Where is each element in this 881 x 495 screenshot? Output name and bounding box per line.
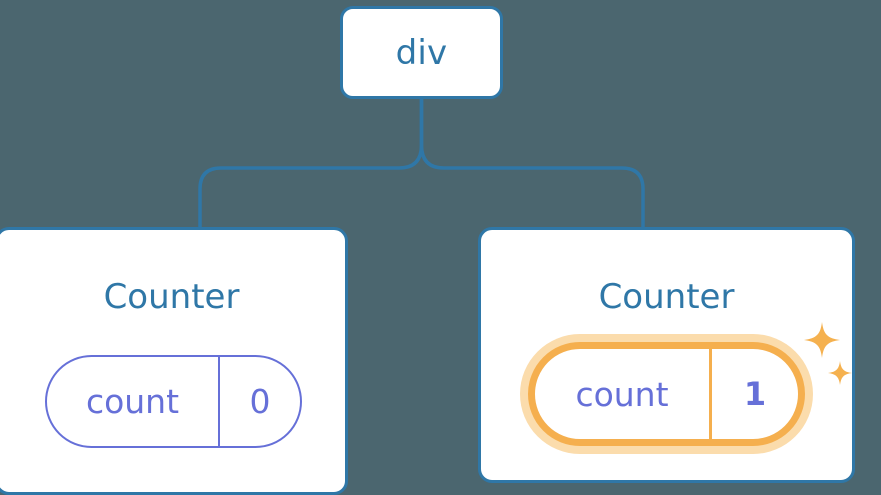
state-value-label: 1	[743, 375, 767, 413]
state-value-cell: 0	[220, 357, 300, 446]
state-key-label: count	[85, 382, 180, 421]
state-pill-highlighted[interactable]: count 1	[528, 342, 805, 446]
state-key-label: count	[575, 374, 669, 414]
component-title: Counter	[598, 277, 735, 317]
state-key-cell: count	[535, 349, 712, 439]
state-value-label: 0	[249, 382, 271, 421]
root-node-div[interactable]: div	[340, 6, 503, 99]
state-key-cell: count	[47, 357, 220, 446]
root-node-label: div	[395, 32, 448, 73]
component-card-counter-right[interactable]: Counter count 1	[478, 227, 855, 483]
component-card-counter-left[interactable]: Counter count 0	[0, 227, 348, 495]
component-title: Counter	[103, 277, 240, 317]
state-pill[interactable]: count 0	[45, 355, 302, 448]
state-value-cell: 1	[712, 349, 798, 439]
